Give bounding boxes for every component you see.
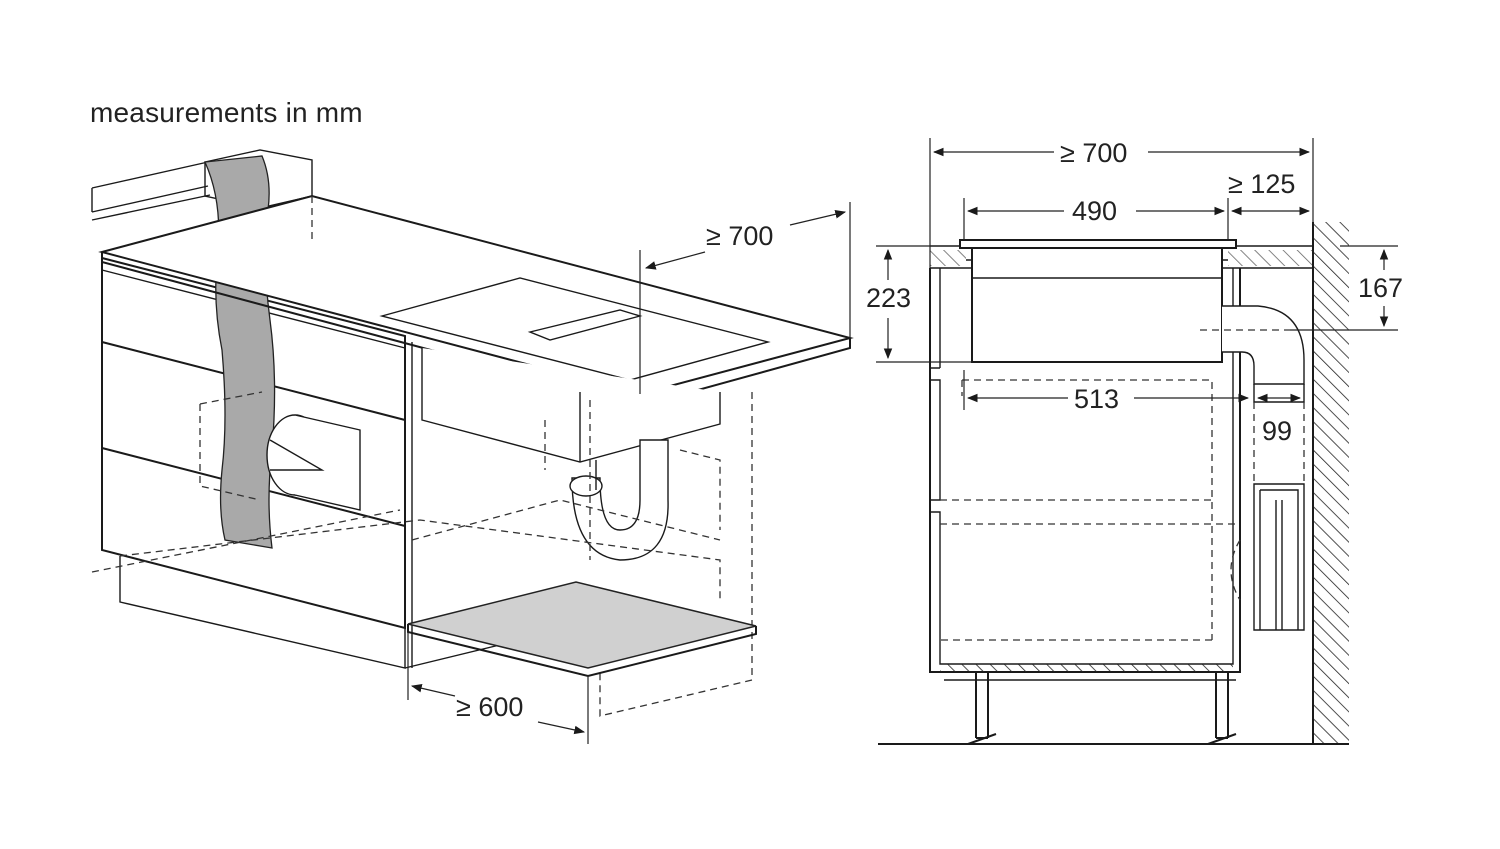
duct-assembly: [266, 414, 669, 561]
dim-height: 223: [866, 245, 972, 363]
cabinet-legs: [944, 672, 1237, 745]
dim-duct-label: 99: [1262, 416, 1292, 446]
dim-cutout-label: 513: [1074, 384, 1119, 414]
dim-height-label: 223: [866, 283, 911, 313]
wall-hatch: [1313, 222, 1349, 744]
section-hob-unit: [966, 247, 1228, 363]
back-counter: [91, 161, 211, 221]
dim-unit-depth-label: 490: [1072, 196, 1117, 226]
dim-duct: 99: [1256, 393, 1302, 446]
section-view: ≥ 700 490 ≥ 125 223: [866, 138, 1403, 745]
measurement-unit-caption: measurements in mm: [90, 97, 363, 128]
dim-total-depth-label: ≥ 700: [1060, 138, 1127, 168]
isometric-view: ≥ 700 ≥ 600: [91, 149, 854, 744]
dim-width-label: ≥ 600: [456, 692, 523, 722]
dim-depth-label: ≥ 700: [706, 221, 773, 251]
dim-depth-left: ≥ 700: [639, 202, 851, 394]
dim-width-left: ≥ 600: [407, 632, 589, 744]
hidden-lines: [91, 196, 753, 717]
section-cabinet: [929, 268, 1241, 673]
dim-unit-depth: 490: [963, 196, 1229, 240]
section-worktop: [930, 239, 1313, 269]
dim-cutout: 513: [963, 370, 1250, 414]
dim-total-depth: ≥ 700: [929, 138, 1314, 268]
dim-wall-gap: ≥ 125: [1228, 169, 1311, 216]
dim-outlet-height: 167: [1290, 245, 1403, 331]
section-duct: [1200, 268, 1305, 631]
dim-wall-gap-label: ≥ 125: [1228, 169, 1295, 199]
dim-outlet-height-label: 167: [1358, 273, 1403, 303]
